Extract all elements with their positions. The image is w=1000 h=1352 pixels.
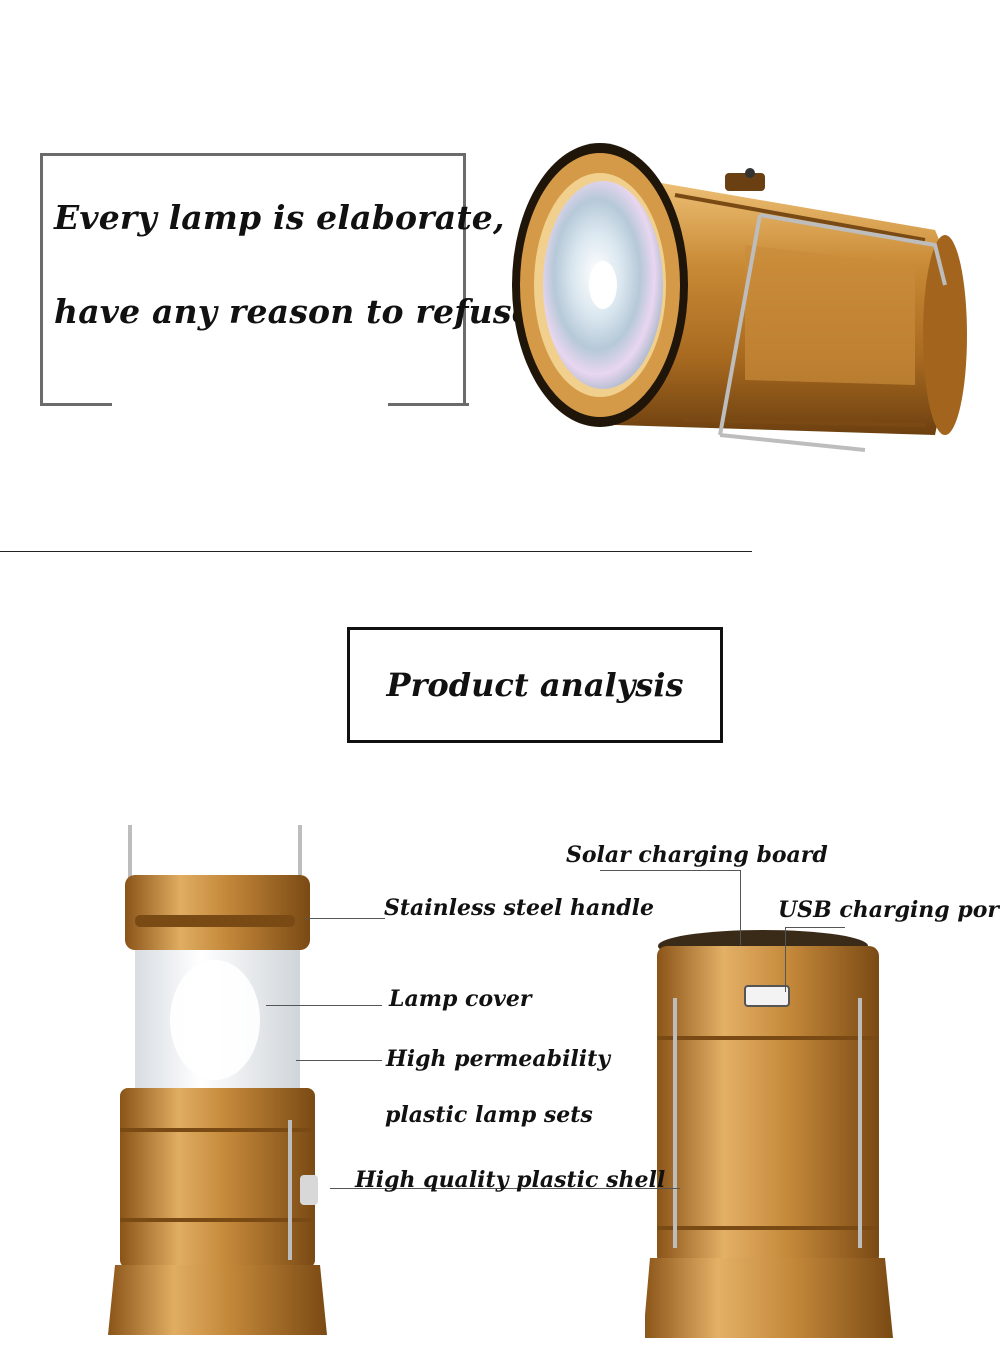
lantern-base: [108, 1265, 327, 1335]
leader-shell: [330, 1188, 680, 1189]
leader-permeability: [296, 1060, 382, 1061]
label-handle: Stainless steel handle: [384, 895, 654, 921]
label-permeability-1: High permeability: [386, 1046, 611, 1072]
slogan-frame-corner-right: [388, 403, 469, 406]
section-divider: [0, 551, 752, 552]
leader-usb-horizontal: [785, 927, 845, 928]
side-handles: [673, 998, 862, 1248]
lantern-expanded-image: [108, 825, 327, 1335]
label-solar-board: Solar charging board: [566, 842, 828, 868]
label-shell: High quality plastic shell: [355, 1167, 666, 1193]
lantern-collapsed-image: [645, 930, 893, 1338]
leader-solar-vertical: [740, 870, 741, 945]
slogan-frame: [40, 153, 466, 405]
label-lamp-cover: Lamp cover: [389, 986, 532, 1012]
usb-port-icon: [744, 985, 790, 1007]
slogan-line-2-text: have any reason to refuse: [54, 292, 533, 331]
top-cap: [125, 875, 310, 950]
slogan-line-2: have any reason to refuse?: [54, 283, 559, 334]
power-switch-icon: [725, 173, 765, 191]
leader-usb-vertical: [785, 927, 786, 992]
plastic-shell: [120, 1088, 315, 1268]
slogan-line-1: Every lamp is elaborate,: [54, 198, 505, 237]
label-permeability-2: plastic lamp sets: [385, 1102, 593, 1128]
product-analysis-title-box: Product analysis: [347, 627, 723, 743]
collapsed-base: [645, 1258, 893, 1338]
slogan-frame-corner-left: [40, 403, 112, 406]
leader-handle: [305, 918, 385, 919]
collapsed-body: [657, 946, 879, 1266]
switch-icon: [300, 1175, 318, 1205]
label-usb-port: USB charging port: [778, 897, 1000, 923]
page-title: Product analysis: [386, 666, 684, 704]
lantern-flashlight-image: [512, 143, 967, 452]
leader-lamp-cover: [266, 1005, 382, 1006]
lantern-handle: [718, 213, 947, 452]
leader-solar-horizontal: [600, 870, 740, 871]
